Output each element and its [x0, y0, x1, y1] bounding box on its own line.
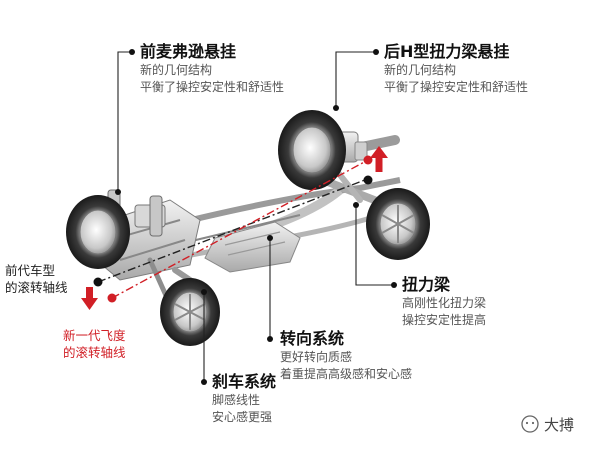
watermark-text: 大搏	[544, 416, 575, 434]
wechat-logo-icon	[521, 415, 539, 433]
leader-rear-suspension	[335, 51, 376, 108]
callout-desc: 脚感线性	[212, 393, 261, 407]
callout-desc: 更好转向质感	[280, 350, 353, 364]
callout-desc: 新的几何结构	[384, 63, 457, 77]
leader-dots	[115, 49, 397, 385]
arrow-up-icon	[370, 146, 388, 172]
label-new-roll-axis: 新一代飞度 的滚转轴线	[63, 327, 126, 361]
callout-desc: 高刚性化扭力梁	[402, 296, 487, 310]
callout-desc: 新的几何结构	[140, 63, 213, 77]
callout-title: 后H型扭力梁悬挂	[384, 42, 510, 61]
leader-front-suspension	[117, 51, 132, 192]
callout-front-suspension: 前麦弗逊悬挂 新的几何结构 平衡了操控安定性和舒适性	[140, 42, 284, 96]
callout-desc: 着重提高高级感和安心感	[280, 367, 413, 381]
roll-axis-new-line	[111, 159, 369, 299]
label-old-roll-axis: 前代车型 的滚转轴线	[5, 262, 68, 296]
roll-point-old-rear	[363, 175, 373, 185]
callout-title: 前麦弗逊悬挂	[140, 42, 237, 61]
callout-desc: 平衡了操控安定性和舒适性	[384, 80, 529, 94]
label-line: 新一代飞度	[63, 328, 126, 343]
label-line: 前代车型	[5, 263, 56, 278]
leader-torsion-beam	[355, 205, 394, 286]
wheel-front-right	[160, 278, 220, 346]
wheel-rear-left	[278, 110, 346, 190]
wheel-rear-right	[366, 188, 430, 260]
arrow-down-icon	[81, 287, 98, 310]
callout-torsion-beam: 扭力梁 高刚性化扭力梁 操控安定性提高	[402, 275, 486, 329]
callout-steering-system: 转向系统 更好转向质感 着重提高高级感和安心感	[280, 329, 412, 383]
roll-point-old-front	[93, 277, 103, 287]
label-line: 的滚转轴线	[63, 345, 126, 360]
roll-axis-old-line	[97, 177, 371, 283]
fuel-tank	[204, 221, 301, 273]
callout-rear-suspension: 后H型扭力梁悬挂 新的几何结构 平衡了操控安定性和舒适性	[384, 42, 528, 96]
callout-title: 刹车系统	[212, 372, 277, 391]
callout-desc: 安心感更强	[212, 410, 273, 424]
callout-title: 转向系统	[280, 329, 345, 348]
callout-title: 扭力梁	[402, 275, 451, 294]
roll-point-new-front	[107, 293, 117, 303]
leader-lines	[117, 51, 394, 382]
callout-brake-system: 刹车系统 脚感线性 安心感更强	[212, 372, 276, 426]
label-line: 的滚转轴线	[5, 280, 68, 295]
wheel-front-left	[66, 195, 130, 269]
callout-desc: 平衡了操控安定性和舒适性	[140, 80, 285, 94]
callout-desc: 操控安定性提高	[402, 313, 487, 327]
